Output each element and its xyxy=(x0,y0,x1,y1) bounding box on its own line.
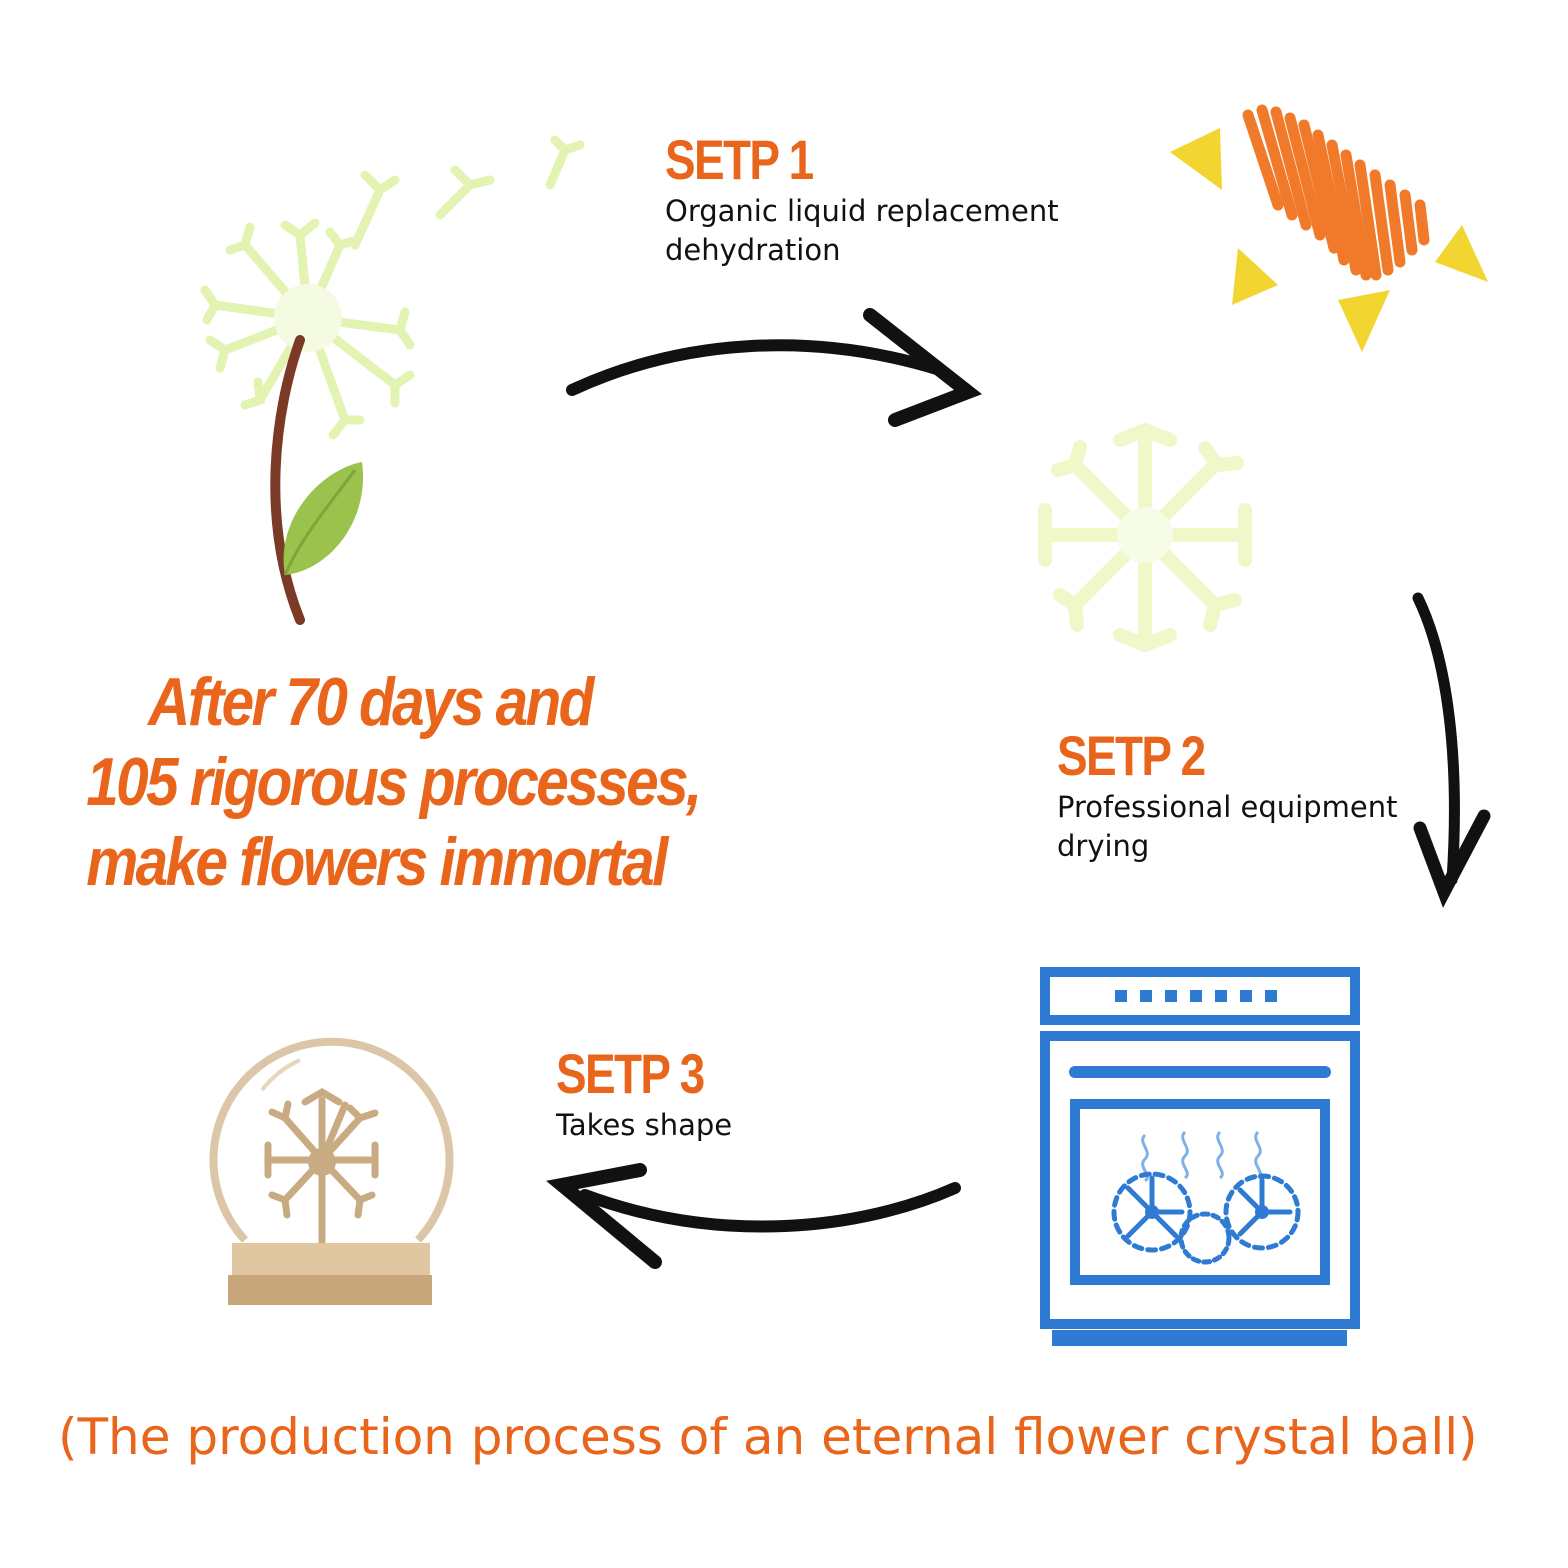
step-1: SETP 1 Organic liquid replacement dehydr… xyxy=(665,132,1059,270)
step-2: SETP 2 Professional equipment drying xyxy=(1057,728,1397,866)
headline: After 70 days and 105 rigorous processes… xyxy=(40,662,702,902)
step-2-description: Professional equipment drying xyxy=(1057,788,1397,866)
step-1-description-line: dehydration xyxy=(665,233,841,267)
step-3-description-line: Takes shape xyxy=(556,1108,733,1142)
step-2-description-line: drying xyxy=(1057,829,1150,863)
step-3-description: Takes shape xyxy=(556,1106,736,1145)
headline-line: 105 rigorous processes, xyxy=(86,744,702,820)
step-3: SETP 3 Takes shape xyxy=(556,1046,736,1145)
step-2-title: SETP 2 xyxy=(1057,724,1206,787)
step-1-description: Organic liquid replacement dehydration xyxy=(665,192,1059,270)
step-1-title: SETP 1 xyxy=(665,128,814,191)
headline-line: make flowers immortal xyxy=(86,824,668,900)
headline-line: After 70 days and xyxy=(148,664,594,740)
caption: (The production process of an eternal fl… xyxy=(58,1408,1478,1466)
step-1-description-line: Organic liquid replacement xyxy=(665,194,1059,228)
step-2-description-line: Professional equipment xyxy=(1057,790,1398,824)
step-3-title: SETP 3 xyxy=(556,1042,705,1105)
